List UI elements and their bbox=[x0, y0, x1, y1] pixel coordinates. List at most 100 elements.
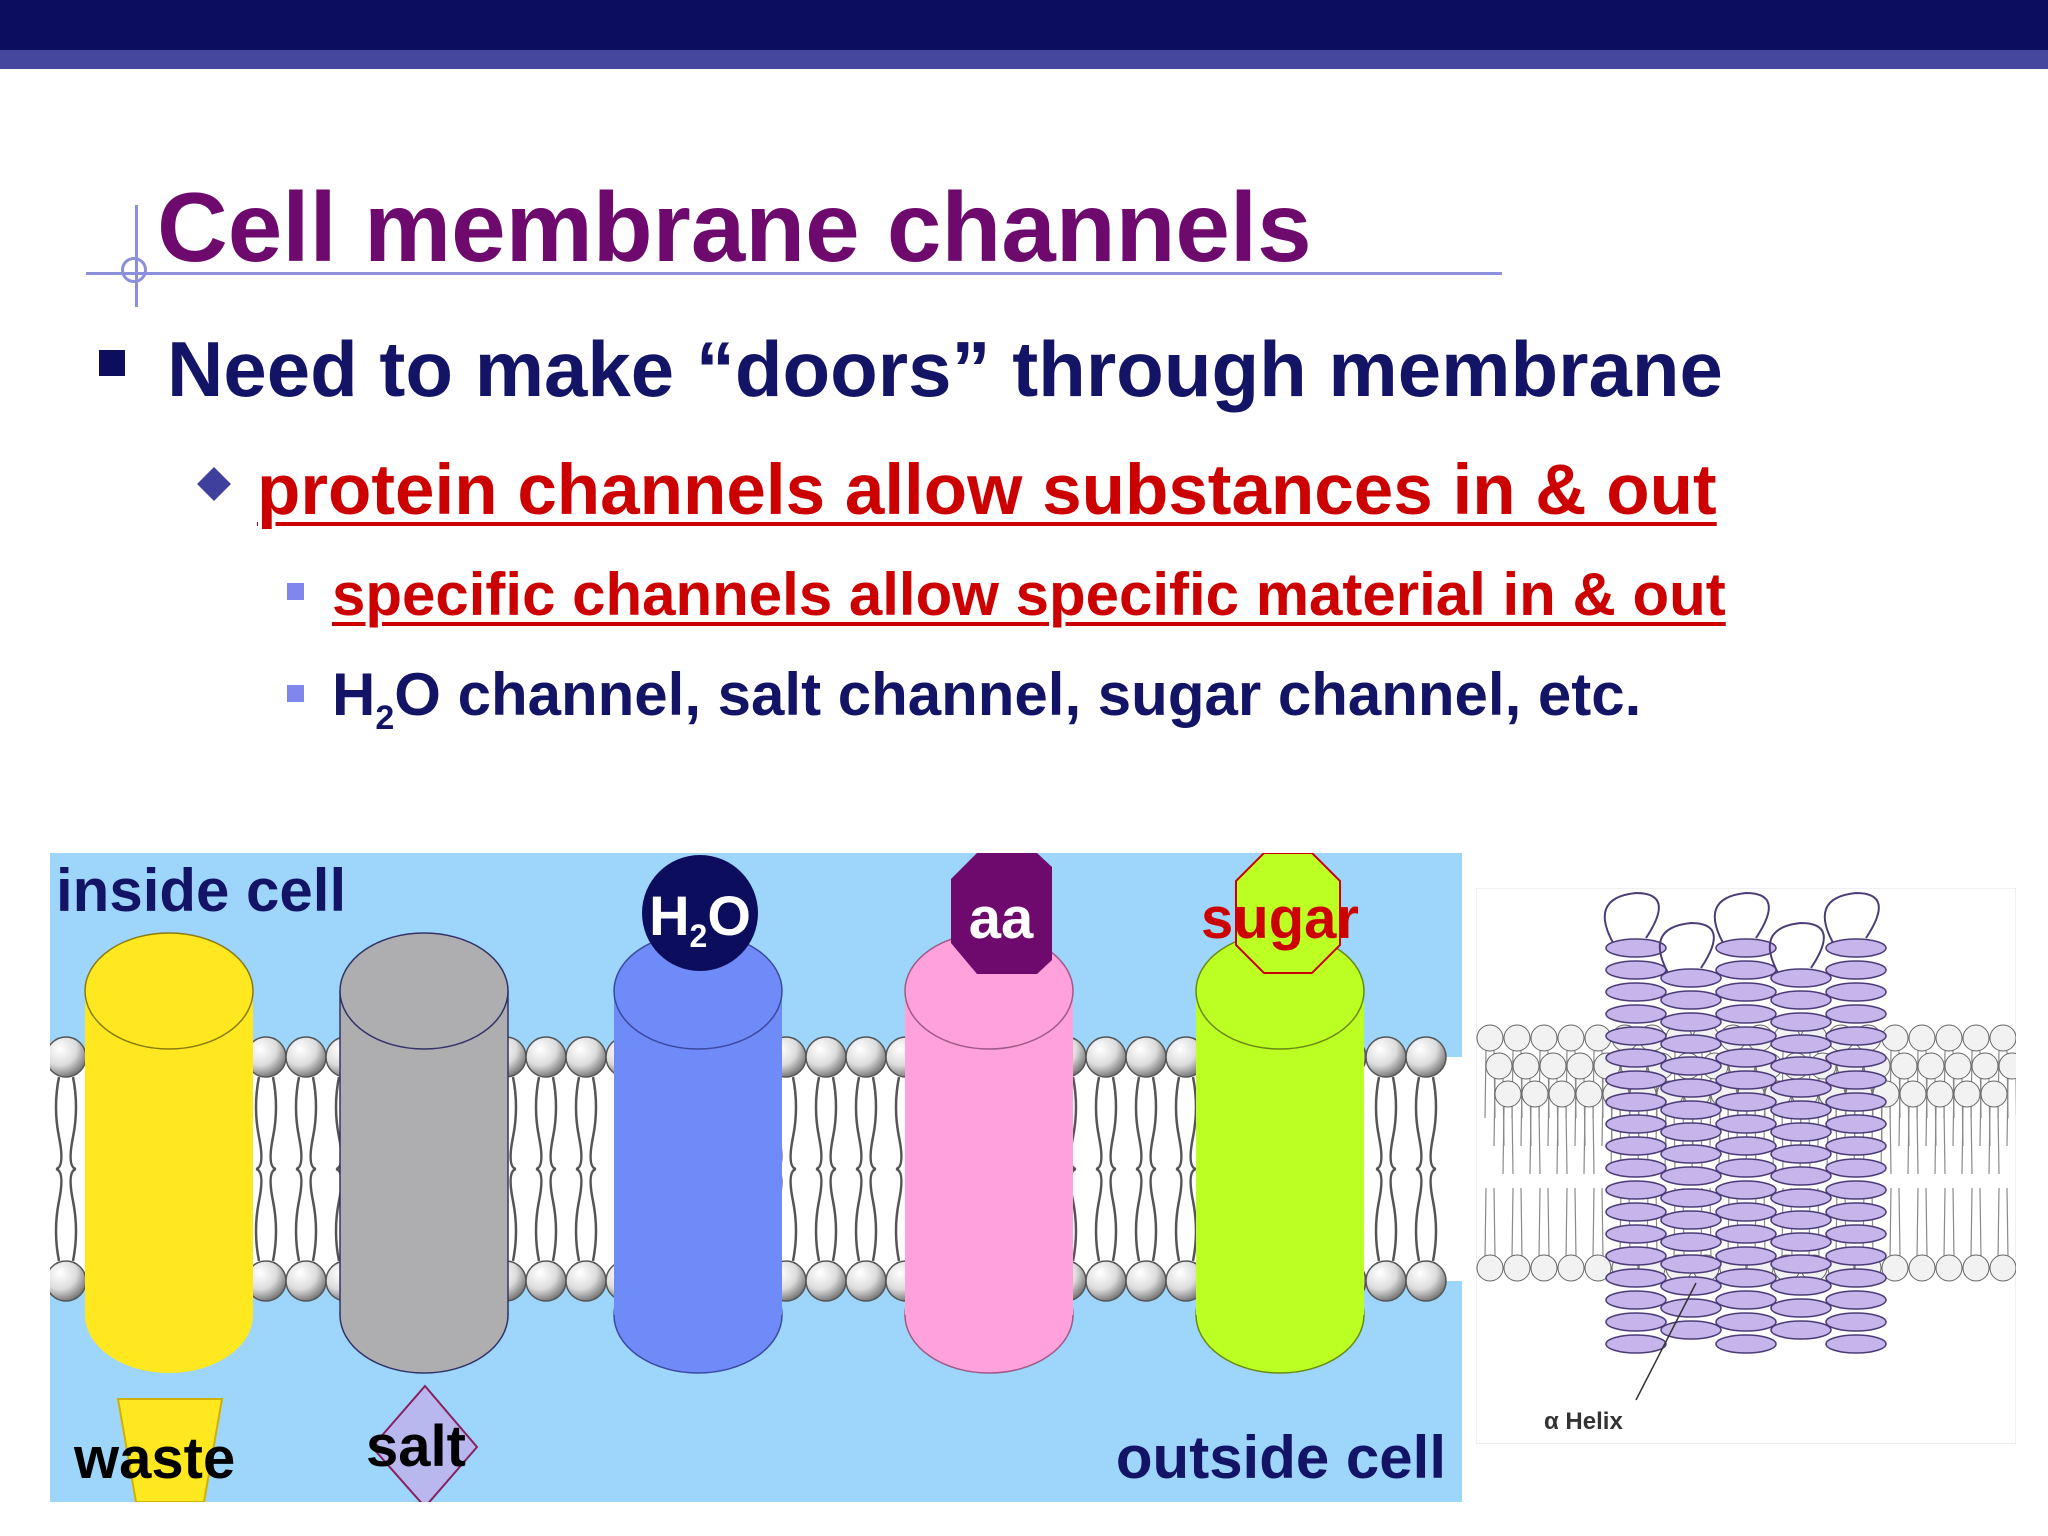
lipid-head bbox=[565, 1260, 607, 1302]
helix-turn bbox=[1660, 968, 1722, 988]
helix-lipid-tail bbox=[1844, 1187, 1847, 1259]
lipid-tail bbox=[854, 1076, 863, 1171]
lipid-head bbox=[525, 1036, 567, 1078]
text-rest: O channel, salt channel, sugar channel, … bbox=[394, 661, 1642, 728]
lipid-head bbox=[1365, 1260, 1407, 1302]
helix-lipid-head bbox=[1899, 1080, 1927, 1108]
square-bullet-icon bbox=[99, 350, 125, 376]
lipid-tail bbox=[1094, 1076, 1103, 1171]
helix-turn bbox=[1605, 1070, 1667, 1090]
helix-turn bbox=[1660, 1034, 1722, 1054]
lipid-tail bbox=[854, 1167, 863, 1262]
helix-turn bbox=[1605, 1026, 1667, 1046]
lipid-tail bbox=[549, 1076, 558, 1171]
helix-lipid-head bbox=[1539, 1052, 1567, 1080]
helix-turn bbox=[1605, 1048, 1667, 1068]
helix-turn bbox=[1605, 1114, 1667, 1134]
sugar-channel bbox=[1195, 932, 1365, 1374]
lipid-tail bbox=[589, 1076, 598, 1171]
helix-lipid-tail bbox=[1772, 1106, 1775, 1175]
helix-turn bbox=[1660, 1188, 1722, 1208]
helix-lipid-tail bbox=[1898, 1078, 1901, 1147]
helix-turn bbox=[1715, 1334, 1777, 1354]
helix-lipid-tail bbox=[1565, 1187, 1568, 1259]
helix-turn bbox=[1770, 1056, 1832, 1076]
helix-turn bbox=[1660, 1254, 1722, 1274]
waste-label: waste bbox=[73, 1426, 235, 1491]
lipid-tail bbox=[534, 1076, 543, 1171]
water-channel bbox=[613, 932, 783, 1374]
helix-lipid-tail bbox=[1511, 1106, 1514, 1175]
helix-lipid-tail bbox=[1493, 1187, 1496, 1259]
helix-lipid-head bbox=[1998, 1052, 2016, 1080]
helix-lipid-tail bbox=[1997, 1106, 2000, 1175]
lipid-tail bbox=[1174, 1076, 1183, 1171]
helix-turn bbox=[1825, 1070, 1887, 1090]
helix-turn bbox=[1770, 1320, 1832, 1340]
lipid-tail bbox=[509, 1076, 518, 1171]
helix-turn bbox=[1605, 1180, 1667, 1200]
membrane-channel-diagram: H2O aa sugar inside cell outside cell wa… bbox=[50, 853, 1462, 1502]
helix-turn bbox=[1825, 1268, 1887, 1288]
helix-turn bbox=[1770, 1298, 1832, 1318]
lipid-tail bbox=[269, 1167, 278, 1262]
water-molecule bbox=[642, 855, 758, 971]
helix-lipid-tail bbox=[1763, 1187, 1766, 1259]
helix-lipid-head bbox=[1935, 1024, 1963, 1052]
lipid-tail bbox=[69, 1076, 78, 1171]
helix-lipid-tail bbox=[1538, 1106, 1541, 1175]
helix-turn bbox=[1605, 1290, 1667, 1310]
helix-turn bbox=[1605, 982, 1667, 1002]
helix-lipid-tail bbox=[1538, 1187, 1541, 1259]
helix-turn bbox=[1605, 1312, 1667, 1332]
helix-lipid-tail bbox=[1520, 1078, 1523, 1147]
lipid-tail bbox=[309, 1167, 318, 1262]
helix-turn bbox=[1825, 1048, 1887, 1068]
helix-turn bbox=[1715, 1048, 1777, 1068]
helix-lipid-head bbox=[1926, 1080, 1954, 1108]
top-bar bbox=[0, 0, 2048, 50]
helix-lipid-head bbox=[1557, 1024, 1585, 1052]
salt-molecule bbox=[370, 1384, 479, 1502]
helix-lipid-tail bbox=[1727, 1187, 1730, 1259]
helix-lipid-tail bbox=[1835, 1187, 1838, 1259]
helix-lipid-head bbox=[1566, 1052, 1594, 1080]
helix-lipid-tail bbox=[1952, 1187, 1955, 1259]
helix-lipid-tail bbox=[1871, 1078, 1874, 1147]
salt-channel bbox=[339, 932, 509, 1374]
helix-turn bbox=[1825, 960, 1887, 980]
helix-turn bbox=[1660, 1298, 1722, 1318]
helix-turn bbox=[1770, 1078, 1832, 1098]
helix-loop bbox=[1823, 891, 1880, 949]
lipid-head bbox=[285, 1036, 327, 1078]
helix-lipid-tail bbox=[1754, 1187, 1757, 1259]
small-square-bullet-icon bbox=[287, 685, 304, 702]
inside-cell-label: inside cell bbox=[56, 857, 346, 924]
water-molecule-label: H2O bbox=[649, 884, 751, 954]
lipid-tail bbox=[269, 1076, 278, 1171]
alpha-helix-figure: α Helix bbox=[1476, 888, 2016, 1444]
helix-turn bbox=[1605, 1158, 1667, 1178]
lipid-head bbox=[1125, 1260, 1167, 1302]
lipid-tail bbox=[789, 1167, 798, 1262]
helix-turn bbox=[1825, 1092, 1887, 1112]
crosshair-icon bbox=[121, 257, 147, 283]
helix-lipid-head bbox=[1476, 1254, 1504, 1282]
lipid-tail bbox=[814, 1167, 823, 1262]
helix-turn bbox=[1605, 1268, 1667, 1288]
helix-turn bbox=[1715, 938, 1777, 958]
helix-lipid-tail bbox=[1979, 1187, 1982, 1259]
helix-lipid-tail bbox=[1628, 1187, 1631, 1259]
helix-turn bbox=[1770, 968, 1832, 988]
helix-turn bbox=[1770, 1276, 1832, 1296]
helix-turn bbox=[1660, 1320, 1722, 1340]
helix-lipid-tail bbox=[2006, 1187, 2009, 1259]
top-bar-stripe bbox=[0, 50, 2048, 69]
small-square-bullet-icon bbox=[287, 583, 304, 600]
salt-channel-top bbox=[339, 932, 509, 1050]
helix-turn bbox=[1660, 1276, 1722, 1296]
waste-molecule bbox=[116, 1398, 224, 1502]
lipid-tail bbox=[1109, 1167, 1118, 1262]
helix-turn bbox=[1605, 1004, 1667, 1024]
lipid-head bbox=[1125, 1036, 1167, 1078]
